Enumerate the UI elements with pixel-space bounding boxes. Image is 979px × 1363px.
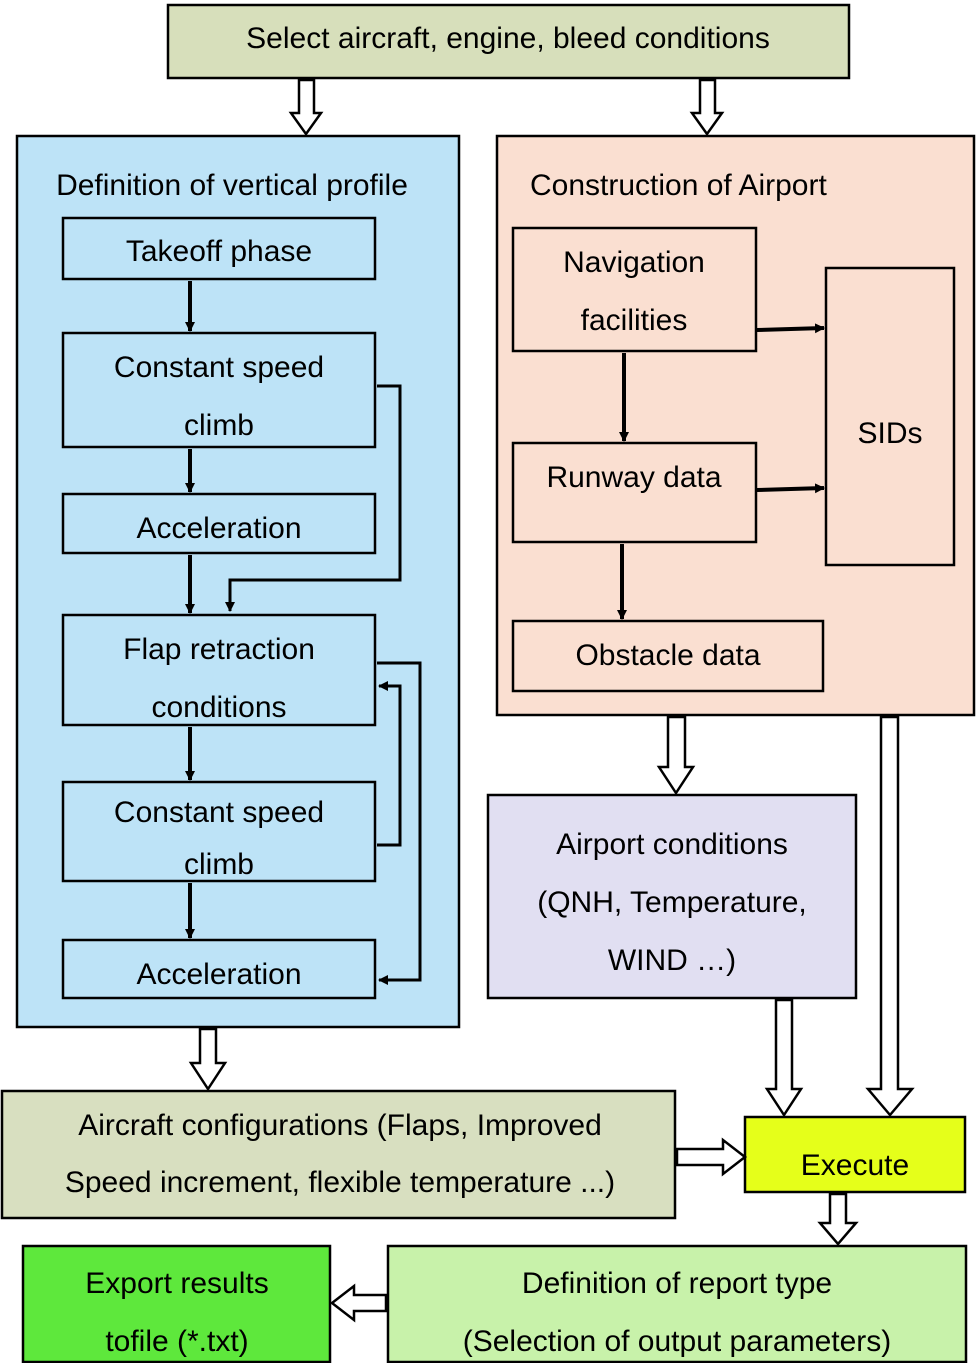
export-results-box <box>21 1244 332 1363</box>
navigation-label-line1: Navigation <box>563 246 705 279</box>
aircraft-configurations-box <box>0 1089 677 1220</box>
select-conditions-box <box>166 3 851 80</box>
hollow-arrow-top-to-airport <box>689 78 725 137</box>
airport-conditions-box <box>486 793 858 1000</box>
sids-box <box>824 266 956 567</box>
hollow-arrow-profile-to-config <box>188 1027 228 1092</box>
acceleration-box-1 <box>61 492 377 555</box>
arrow-runway-to-sids <box>756 483 825 494</box>
constant-speed-climb-box-1 <box>61 331 377 449</box>
takeoff-phase-label: Takeoff phase <box>126 235 312 268</box>
hollow-arrow-airport-to-execute <box>865 715 915 1117</box>
execute-label: Execute <box>801 1149 909 1182</box>
hollow-arrow-airport-to-conditions <box>656 715 696 796</box>
hollow-arrow-config-to-execute <box>675 1137 748 1177</box>
climb1-label-line2: climb <box>184 409 254 442</box>
config-label-line2: Speed increment, flexible temperature ..… <box>65 1166 615 1199</box>
hollow-arrow-conditions-to-execute <box>764 998 804 1118</box>
report-label-line2: (Selection of output parameters) <box>463 1325 892 1358</box>
conditions-label-line1: Airport conditions <box>556 828 788 861</box>
vertical-profile-title: Definition of vertical profile <box>56 169 408 202</box>
airport-construction-title: Construction of Airport <box>530 169 827 202</box>
bypass-flap-to-acceleration <box>377 661 422 985</box>
hollow-arrow-report-to-export <box>329 1283 388 1323</box>
runway-data-box <box>511 441 758 544</box>
obstacle-data-label: Obstacle data <box>575 639 760 672</box>
flap-retraction-box <box>61 613 377 727</box>
execute-box <box>743 1115 967 1194</box>
loop-climb-to-flap <box>377 681 402 847</box>
conditions-label-line3: WIND …) <box>608 944 736 977</box>
conditions-label-line2: (QNH, Temperature, <box>537 886 807 919</box>
acceleration-box-2 <box>61 938 377 1000</box>
sids-label: SIDs <box>857 417 922 450</box>
climb2-label-line1: Constant speed <box>114 796 324 829</box>
hollow-arrow-execute-to-report <box>817 1192 859 1246</box>
hollow-arrow-top-to-profile <box>288 78 324 137</box>
bypass-climb-to-flap <box>225 384 402 612</box>
acceleration2-label: Acceleration <box>136 958 301 991</box>
climb1-label-line1: Constant speed <box>114 351 324 384</box>
constant-speed-climb-box-2 <box>61 780 377 883</box>
export-label-line1: Export results <box>85 1267 268 1300</box>
select-conditions-label: Select aircraft, engine, bleed condition… <box>246 22 770 55</box>
climb2-label-line2: climb <box>184 848 254 881</box>
flap-label-line2: conditions <box>151 691 286 724</box>
takeoff-phase-box <box>61 216 377 281</box>
export-label-line2: tofile (*.txt) <box>105 1325 248 1358</box>
report-label-line1: Definition of report type <box>522 1267 832 1300</box>
report-type-box <box>386 1244 968 1363</box>
config-label-line1: Aircraft configurations (Flaps, Improved <box>78 1109 602 1142</box>
navigation-facilities-box <box>511 226 758 353</box>
acceleration1-label: Acceleration <box>136 512 301 545</box>
runway-data-label: Runway data <box>546 461 721 494</box>
obstacle-data-box <box>511 619 825 693</box>
arrow-navigation-to-sids <box>756 323 825 334</box>
flap-label-line1: Flap retraction <box>123 633 315 666</box>
navigation-label-line2: facilities <box>581 304 688 337</box>
